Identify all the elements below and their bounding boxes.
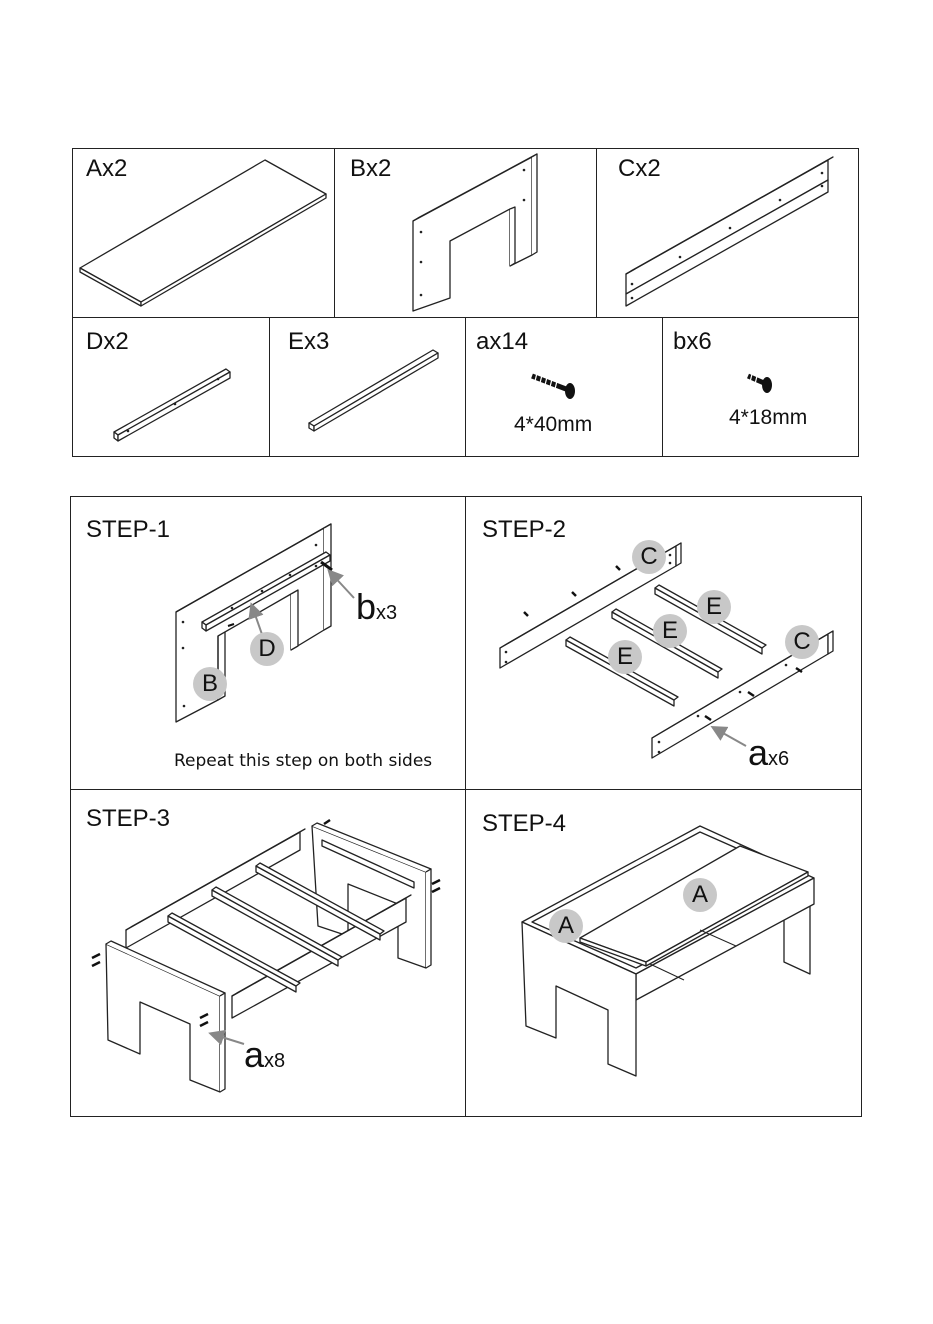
hardware-qty: x3 bbox=[376, 602, 397, 624]
steps-grid bbox=[70, 496, 862, 1117]
screw-b-size: 4*18mm bbox=[729, 406, 807, 430]
part-label-e: Ex3 bbox=[288, 328, 329, 356]
step-2-title: STEP-2 bbox=[482, 516, 566, 544]
part-label-screw-b: bx6 bbox=[673, 328, 712, 356]
part-label-screw-a: ax14 bbox=[476, 328, 528, 356]
divider bbox=[662, 317, 663, 457]
divider bbox=[465, 317, 466, 457]
callout-c: C bbox=[632, 540, 666, 574]
callout-e: E bbox=[697, 590, 731, 624]
callout-c: C bbox=[785, 625, 819, 659]
callout-e: E bbox=[608, 640, 642, 674]
callout-b: B bbox=[193, 667, 227, 701]
screw-a-size: 4*40mm bbox=[514, 413, 592, 437]
callout-a: A bbox=[549, 909, 583, 943]
callout-a: A bbox=[683, 878, 717, 912]
step-1-title: STEP-1 bbox=[86, 516, 170, 544]
hardware-qty: x6 bbox=[768, 748, 789, 770]
divider bbox=[465, 496, 466, 1117]
part-label-a: Ax2 bbox=[86, 155, 127, 183]
part-label-c: Cx2 bbox=[618, 155, 661, 183]
hardware-letter: a bbox=[244, 1034, 264, 1075]
divider bbox=[269, 317, 270, 457]
part-label-d: Dx2 bbox=[86, 328, 129, 356]
hardware-letter: b bbox=[356, 586, 376, 627]
part-label-b: Bx2 bbox=[350, 155, 391, 183]
callout-d: D bbox=[250, 632, 284, 666]
hardware-callout-step3: ax8 bbox=[244, 1034, 285, 1076]
divider bbox=[596, 148, 597, 317]
divider bbox=[334, 148, 335, 317]
step-3-title: STEP-3 bbox=[86, 805, 170, 833]
step-4-title: STEP-4 bbox=[482, 810, 566, 838]
hardware-callout-step2: ax6 bbox=[748, 732, 789, 774]
hardware-letter: a bbox=[748, 732, 768, 773]
callout-e: E bbox=[653, 614, 687, 648]
hardware-callout-step1: bx3 bbox=[356, 586, 397, 628]
hardware-qty: x8 bbox=[264, 1050, 285, 1072]
step-1-note: Repeat this step on both sides bbox=[174, 751, 432, 771]
divider bbox=[70, 789, 862, 790]
